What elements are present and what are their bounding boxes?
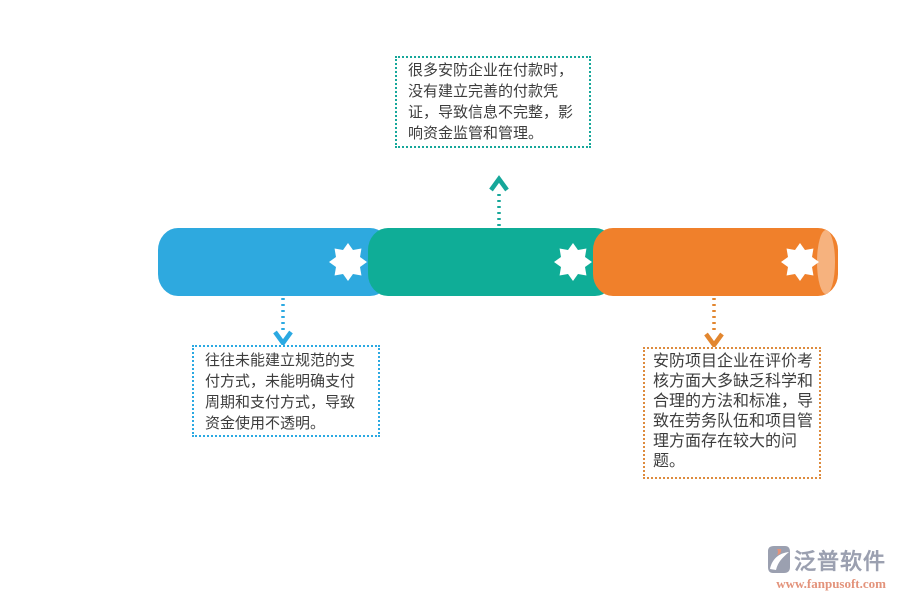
callout-text: 很多安防企业在付款时，没有建立完善的付款凭证，导致信息不完整，影响资金监管和管理… <box>408 62 574 142</box>
brand-name: 泛普软件 <box>793 549 886 574</box>
brand-url: www.fanpusoft.com <box>776 576 886 591</box>
star-icon <box>329 243 367 281</box>
arrow-down-icon <box>704 332 724 349</box>
timeline-bar <box>158 228 838 296</box>
fanpu-logo-icon <box>767 546 790 573</box>
star-icon <box>781 243 819 281</box>
arrow-down-icon <box>273 330 293 347</box>
callout-payment-voucher: 很多安防企业在付款时，没有建立完善的付款凭证，导致信息不完整，影响资金监管和管理… <box>395 56 591 148</box>
callout-evaluation: 安防项目企业在评价考核方面大多缺乏科学和合理的方法和标准，导致在劳务队伍和项目管… <box>643 347 821 479</box>
brand-logo: 泛普软件 www.fanpusoft.com <box>736 544 886 592</box>
star-icon <box>554 243 592 281</box>
starburst-icons <box>329 243 819 281</box>
arrow-right <box>704 298 724 349</box>
bar-segment-orange <box>593 228 838 296</box>
callout-payment-method: 往往未能建立规范的支付方式，未能明确支付周期和支付方式，导致资金使用不透明。 <box>192 345 380 437</box>
arrow-top <box>489 175 509 227</box>
callout-text: 往往未能建立规范的支付方式，未能明确支付周期和支付方式，导致资金使用不透明。 <box>205 352 356 432</box>
callout-text: 安防项目企业在评价考核方面大多缺乏科学和合理的方法和标准，导致在劳务队伍和项目管… <box>653 353 814 470</box>
bar-segment-green <box>368 228 615 296</box>
bar-segment-blue <box>158 228 390 296</box>
bar-end-cap <box>817 230 835 294</box>
arrow-bottom-left <box>273 298 293 347</box>
arrow-up-icon <box>489 175 509 192</box>
